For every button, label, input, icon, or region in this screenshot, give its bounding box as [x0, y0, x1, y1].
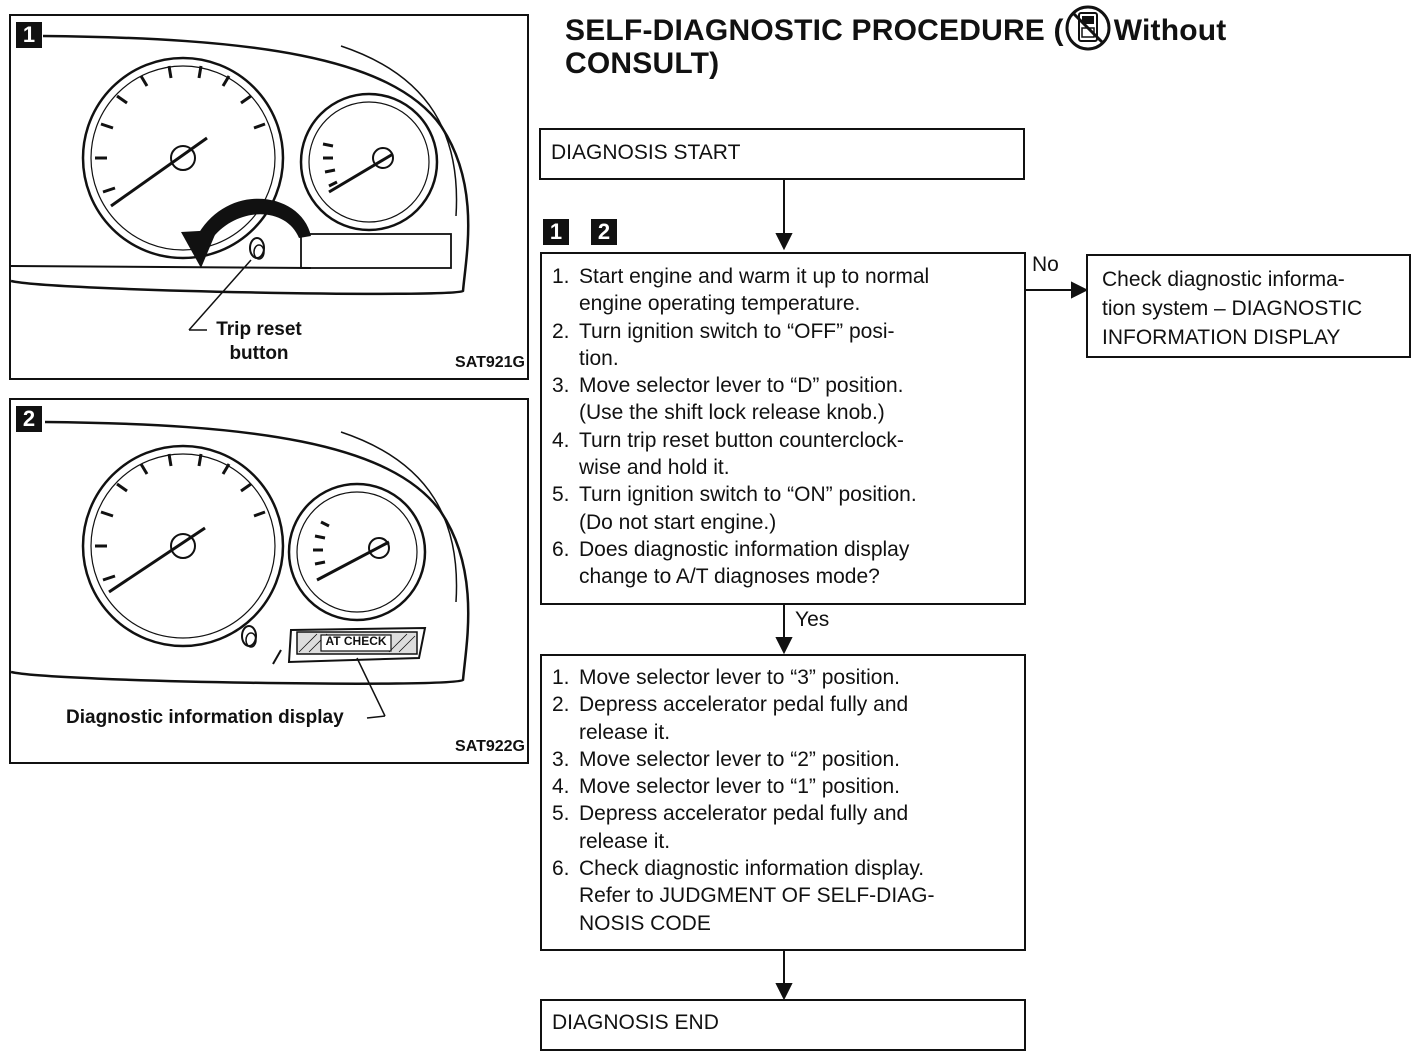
- trip-reset-callout: Trip reset button: [209, 319, 309, 365]
- figure-1-panel: 1: [9, 14, 529, 380]
- figure-1-tag: 1: [16, 22, 42, 48]
- figure-1-code: SAT921G: [455, 354, 525, 371]
- figure-2-panel: 2: [9, 398, 529, 764]
- title-line2: CONSULT): [565, 47, 720, 80]
- trip-reset-callout-line1: Trip reset: [216, 319, 302, 340]
- diagnostic-display-callout: Diagnostic information display: [66, 707, 344, 728]
- diagnosis-end-box: DIAGNOSIS END: [540, 999, 1026, 1051]
- diagnosis-start-box: DIAGNOSIS START: [539, 128, 1025, 180]
- counterclockwise-arrow-icon: [181, 198, 311, 268]
- trip-reset-knob: [249, 237, 265, 260]
- speedometer-gauge-2: [81, 444, 285, 648]
- no-branch-box: Check diagnostic informa- tion system – …: [1086, 254, 1411, 358]
- no-branch-label: No: [1032, 253, 1059, 276]
- instrument-cluster-illustration-1: [11, 34, 470, 331]
- figure-2-code: SAT922G: [455, 738, 525, 755]
- yes-branch-label: Yes: [795, 608, 830, 631]
- step-2-item-3: 3.Move selector lever to “2” position.: [552, 747, 900, 771]
- small-gauge-1: [299, 92, 439, 232]
- diagnosis-start-label: DIAGNOSIS START: [551, 141, 741, 164]
- speedometer-gauge-1: [81, 56, 285, 260]
- step-1-item-4: 4.Turn trip reset button counterclock-wi…: [552, 428, 904, 480]
- step-box-2: 1.Move selector lever to “3” position. 2…: [540, 654, 1026, 951]
- trip-reset-callout-line2: button: [229, 343, 289, 364]
- diagnosis-end-label: DIAGNOSIS END: [552, 1011, 719, 1034]
- step-2-item-1: 1.Move selector lever to “3” position.: [552, 666, 900, 689]
- step-1-item-2: 2.Turn ignition switch to “OFF” posi-tio…: [552, 319, 895, 370]
- step-2-item-6: 6.Check diagnostic information display.R…: [552, 857, 935, 935]
- page-title: SELF-DIAGNOSTIC PROCEDURE ( Without CONS…: [565, 5, 1345, 82]
- small-gauge-2: [287, 482, 427, 622]
- step-list-2: 1.Move selector lever to “3” position. 2…: [552, 664, 1014, 937]
- step-1-item-3: 3.Move selector lever to “D” position.(U…: [552, 374, 904, 425]
- no-branch-line1: Check diagnostic informa-: [1102, 268, 1345, 291]
- step-tag-2: 2: [591, 219, 617, 245]
- title-line1-end: Without: [1113, 14, 1227, 47]
- step-tag-1: 1: [543, 219, 569, 245]
- no-branch-line3: INFORMATION DISPLAY: [1102, 326, 1341, 349]
- no-branch-line2: tion system – DIAGNOSTIC: [1102, 297, 1363, 320]
- consult-prohibited-icon: [1064, 4, 1112, 52]
- step-2-item-4: 4.Move selector lever to “1” position.: [552, 775, 900, 799]
- at-check-display: [272, 626, 427, 665]
- instrument-cluster-illustration-2: [11, 420, 470, 719]
- title-line1-start: SELF-DIAGNOSTIC PROCEDURE (: [565, 14, 1064, 47]
- step-1-item-5: 5.Turn ignition switch to “ON” position.…: [552, 483, 917, 534]
- at-check-display-text: AT CHECK: [325, 634, 387, 648]
- figure-2-tag: 2: [16, 406, 42, 432]
